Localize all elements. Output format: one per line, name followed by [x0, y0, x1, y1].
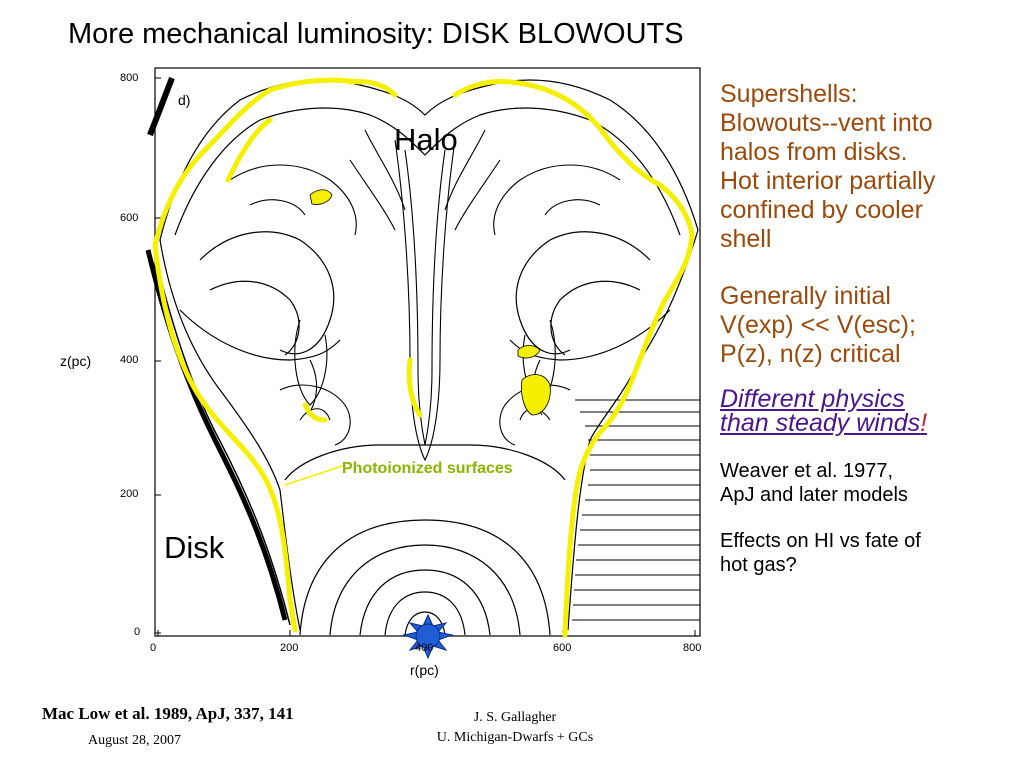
y-tick-800: 800 — [120, 72, 139, 84]
supershells-line: Supershells: — [720, 80, 858, 108]
author-block: J. S. Gallagher U. Michigan-Dwarfs + GCs — [420, 708, 610, 748]
y-tick-600: 600 — [120, 212, 139, 224]
halo-label: Halo — [394, 122, 458, 157]
y-tick-0: 0 — [134, 626, 141, 638]
slide-date: August 28, 2007 — [88, 733, 181, 748]
different-physics-link[interactable]: Different physics than steady winds! — [720, 385, 1020, 437]
central-column — [229, 129, 621, 462]
author-name: J. S. Gallagher — [473, 710, 557, 725]
photoionized-surface — [152, 77, 695, 638]
slide-title: More mechanical luminosity: DISK BLOWOUT… — [68, 18, 684, 50]
effects-note: Effects on HI vs fate of hot gas? — [720, 529, 1020, 577]
x-axis-label: r(pc) — [410, 662, 439, 678]
panel-label: d) — [178, 92, 191, 108]
supershells-line: shell — [720, 225, 772, 253]
y-tick-400: 400 — [120, 354, 139, 366]
x-tick-200: 200 — [280, 642, 299, 654]
x-tick-400: 400 — [415, 642, 434, 654]
different-line: Different physics — [720, 385, 905, 413]
weaver-line: ApJ and later models — [720, 484, 908, 506]
initial-conditions-note: Generally initial V(exp) << V(esc); P(z)… — [720, 282, 1020, 369]
supershells-line: halos from disks. — [720, 138, 908, 166]
blowout-figure: 800 600 400 200 0 0 200 400 600 800 z(pc… — [0, 60, 712, 690]
y-tick-200: 200 — [120, 488, 139, 500]
contour-plot — [145, 67, 701, 660]
supershells-line: confined by cooler — [720, 196, 923, 224]
disk-label: Disk — [164, 530, 225, 565]
citation: Mac Low et al. 1989, ApJ, 337, 141 — [42, 704, 294, 723]
energy-source-icon — [402, 613, 454, 660]
weaver-note: Weaver et al. 1977, ApJ and later models — [720, 459, 1020, 507]
weaver-line: Weaver et al. 1977, — [720, 460, 894, 482]
different-line: than steady winds — [720, 409, 921, 437]
exclamation-mark: ! — [920, 409, 928, 437]
supershells-line: Blowouts--vent into — [720, 109, 933, 137]
photoionized-annotation: Photoionized surfaces — [342, 460, 513, 477]
supershells-line: Hot interior partially — [720, 167, 936, 195]
photoionized-blobs — [309, 189, 551, 416]
supershells-note: Supershells: Blowouts--vent into halos f… — [720, 80, 1020, 254]
disk-contours-right — [572, 399, 700, 621]
initial-line: P(z), n(z) critical — [720, 340, 901, 368]
y-axis-label: z(pc) — [60, 353, 92, 369]
annotation-pointer — [284, 464, 346, 486]
effects-line: hot gas? — [720, 554, 797, 576]
author-affiliation: U. Michigan-Dwarfs + GCs — [436, 730, 594, 745]
initial-line: Generally initial — [720, 282, 891, 310]
notes-panel: Supershells: Blowouts--vent into halos f… — [720, 80, 1020, 577]
initial-line: V(exp) << V(esc); — [720, 311, 916, 339]
envelope-contours — [159, 79, 699, 631]
cavity-contours — [284, 444, 566, 636]
effects-line: Effects on HI vs fate of — [720, 530, 921, 552]
x-tick-600: 600 — [553, 642, 572, 654]
x-tick-800: 800 — [683, 642, 702, 654]
x-tick-0: 0 — [150, 642, 157, 654]
